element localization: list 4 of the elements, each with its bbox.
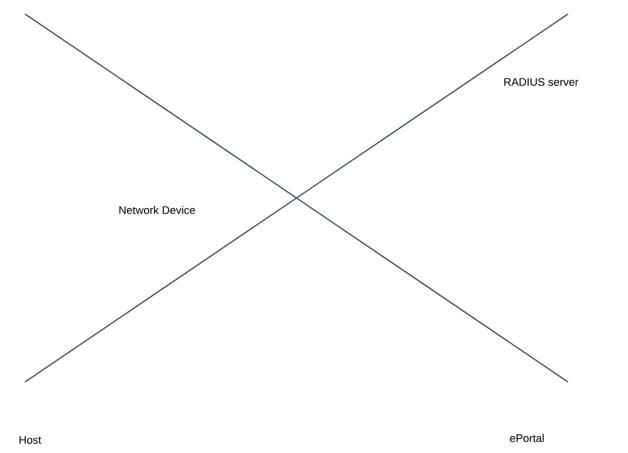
label: Network Device xyxy=(119,206,195,214)
label: RADIUS server xyxy=(504,78,578,86)
label: Host xyxy=(20,436,42,444)
label: ePortal xyxy=(510,434,544,442)
